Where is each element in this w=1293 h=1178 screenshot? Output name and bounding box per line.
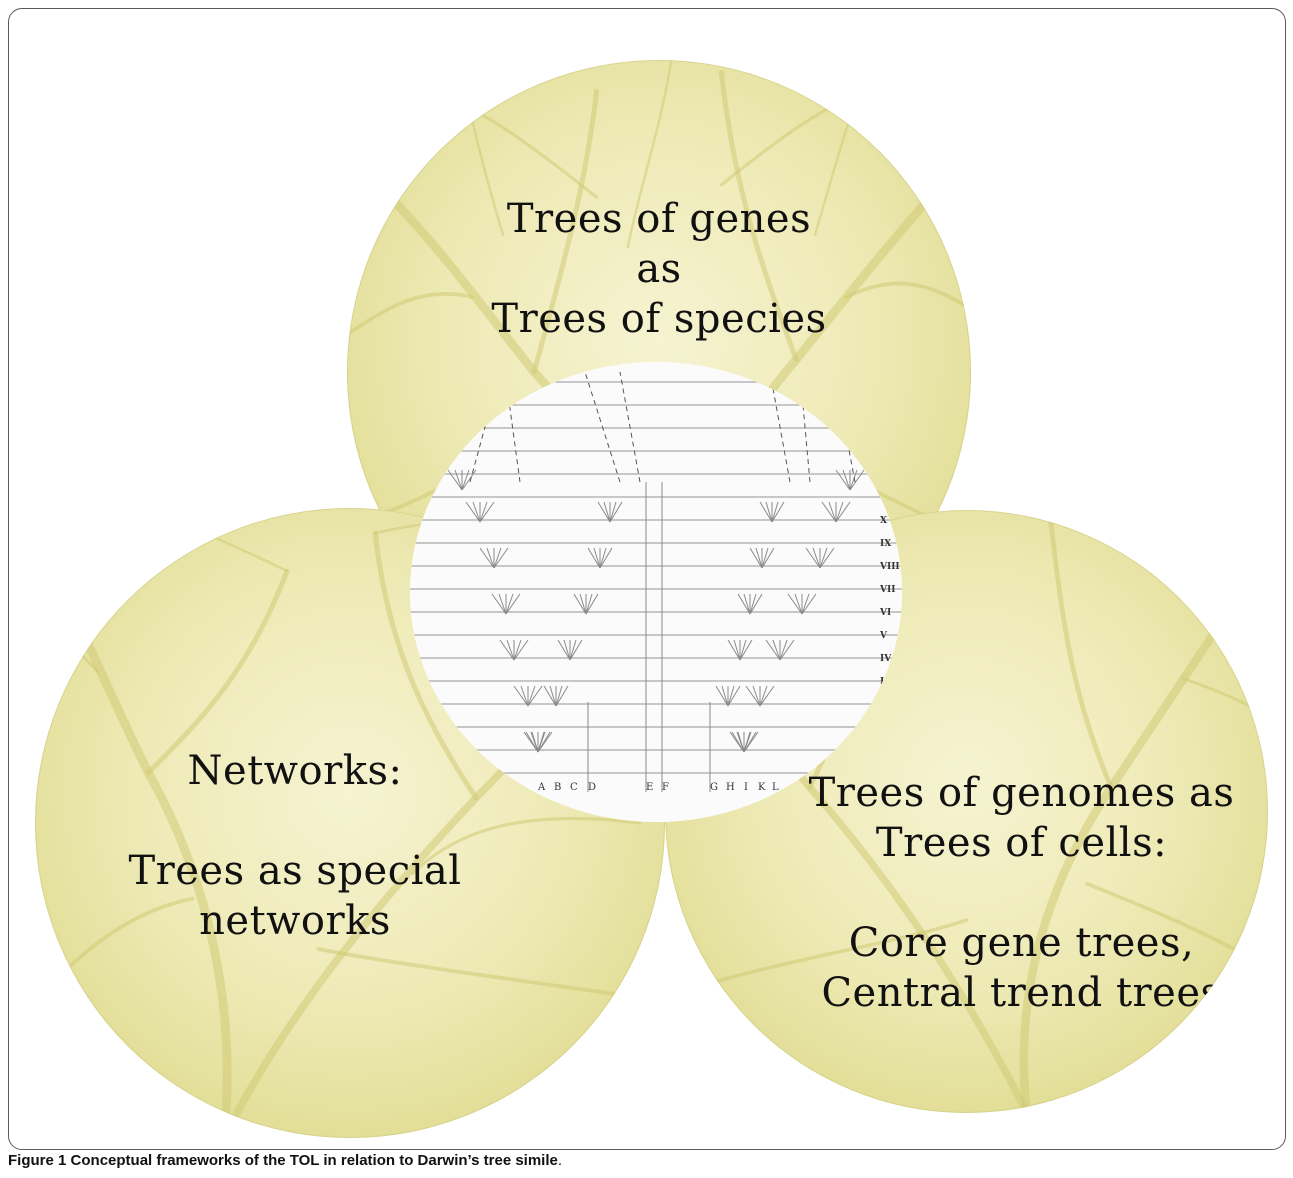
label-top-line-3: Trees of species (347, 294, 971, 344)
species-label: H (726, 782, 735, 793)
label-top-line-1: Trees of genes (347, 194, 971, 244)
generation-label: VIII (879, 562, 900, 572)
figure-caption: Figure 1 Conceptual frameworks of the TO… (8, 1152, 562, 1169)
generation-label: V (879, 631, 888, 641)
label-right-line-1: Trees of genomes as (775, 768, 1268, 818)
generation-label: X (880, 516, 887, 526)
label-right-line-3 (775, 868, 1268, 918)
label-left-line-1: Networks: (35, 746, 555, 796)
label-left: Networks: Trees as special networks (35, 746, 555, 946)
species-label: D (588, 782, 596, 793)
label-left-line-2 (35, 796, 555, 846)
label-top: Trees of genes as Trees of species (347, 194, 971, 344)
caption-end: . (558, 1152, 562, 1169)
label-right-line-2: Trees of cells: (775, 818, 1268, 868)
species-label: E (646, 782, 653, 793)
species-label: B (554, 782, 561, 793)
generation-label: IX (880, 539, 891, 549)
label-left-line-3: Trees as special (35, 846, 555, 896)
generation-label: VII (879, 585, 895, 595)
species-label: G (710, 782, 718, 793)
species-label: C (570, 782, 578, 793)
label-right: Trees of genomes as Trees of cells: Core… (775, 768, 1268, 1018)
species-label: I (744, 782, 748, 793)
species-label: F (662, 782, 669, 793)
label-left-line-4: networks (35, 896, 555, 946)
caption-title: Conceptual frameworks of the TOL in rela… (71, 1152, 558, 1169)
caption-label: Figure 1 (8, 1152, 66, 1169)
darwin-diagram-svg: XIXVIIIVIIVIVIVIII ABCDEFGHIKL (410, 362, 902, 822)
species-label: L (772, 782, 779, 793)
label-right-line-4: Core gene trees, (775, 918, 1268, 968)
label-top-line-2: as (347, 244, 971, 294)
generation-label: VI (879, 608, 891, 618)
label-right-line-5: Central trend trees (775, 968, 1268, 1018)
species-label: K (758, 782, 766, 793)
species-label: A (537, 782, 546, 793)
